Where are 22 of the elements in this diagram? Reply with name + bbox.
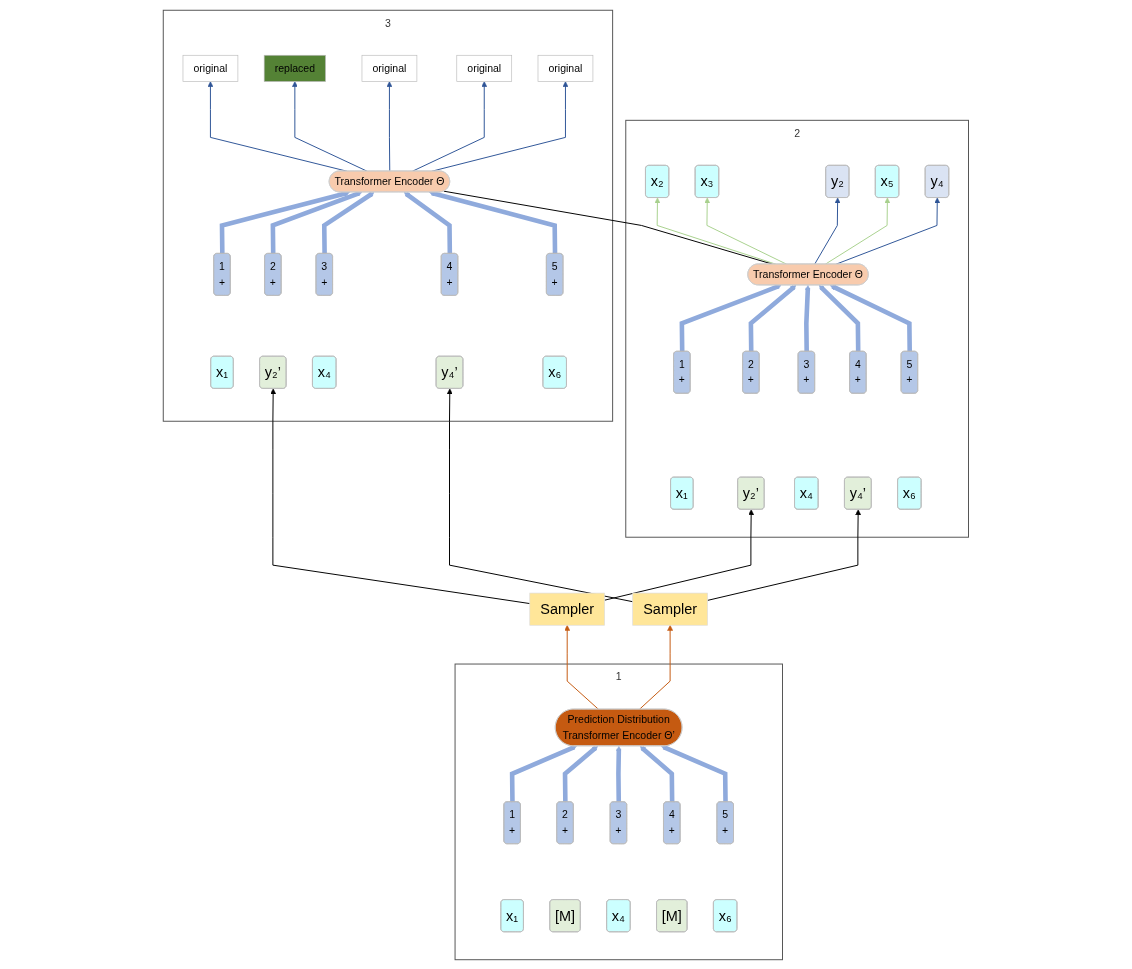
arrow (661, 744, 728, 802)
arrow (679, 283, 782, 352)
arrow (219, 190, 351, 254)
arrow (748, 284, 797, 352)
node-box: original (182, 54, 239, 82)
node-box: Sampler (529, 592, 606, 626)
arrow (509, 744, 578, 802)
arrow (270, 190, 363, 254)
arrow (616, 745, 622, 802)
node-box: original (537, 54, 594, 82)
arrow (818, 284, 861, 352)
arrow (562, 745, 599, 802)
node-box: replaced (263, 54, 326, 82)
node-box: original (456, 54, 513, 82)
node-box: Sampler (632, 592, 708, 626)
node-box: original (361, 54, 418, 82)
arrow (829, 283, 913, 352)
arrow (403, 191, 453, 254)
arrow (429, 190, 558, 254)
arrow (804, 284, 811, 352)
arrow (322, 191, 375, 254)
arrow (639, 745, 675, 802)
